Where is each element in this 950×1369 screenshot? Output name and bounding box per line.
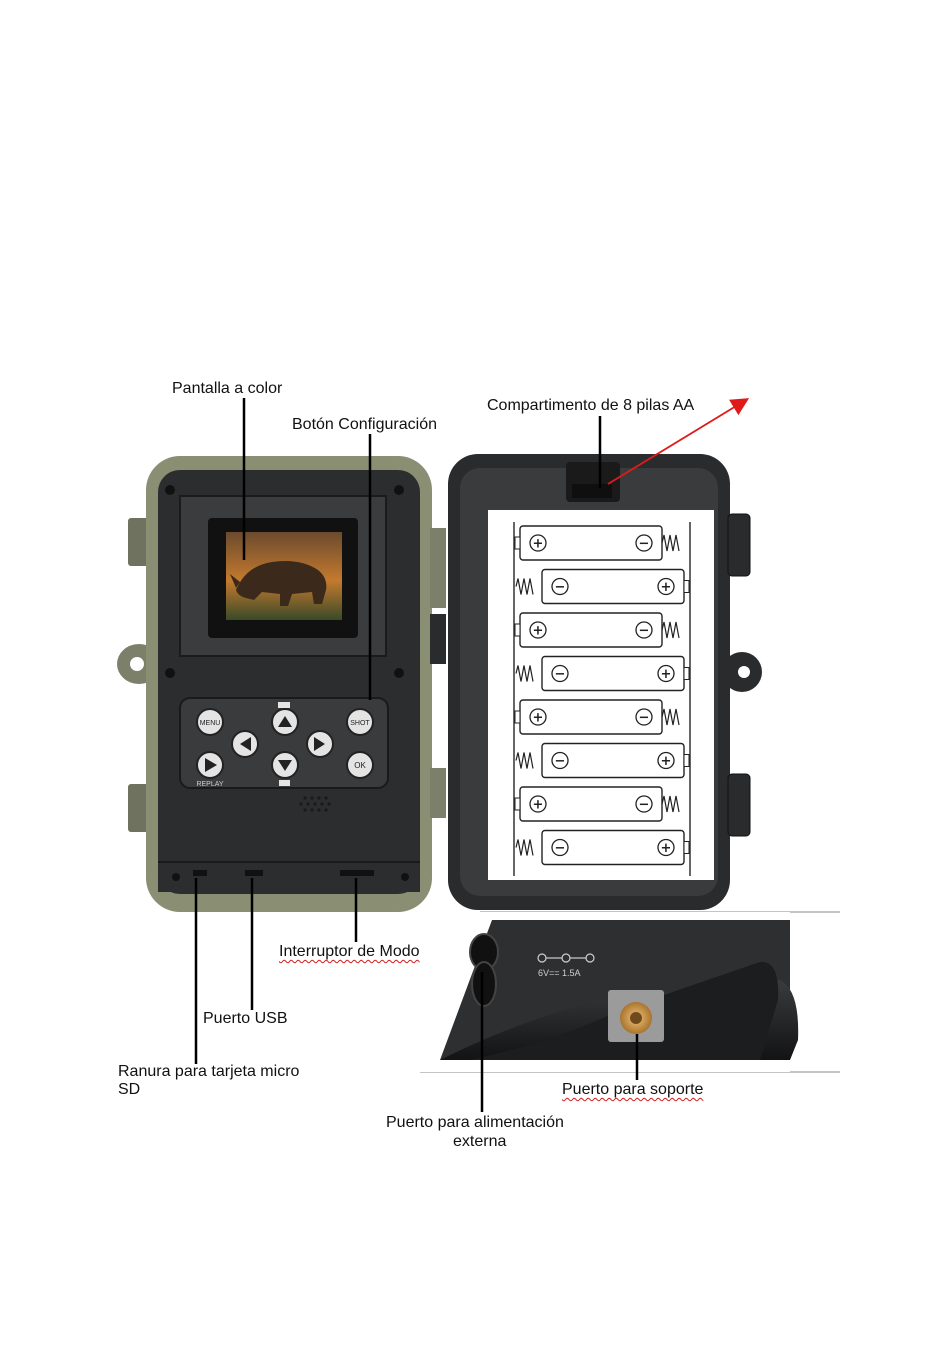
polarity-sign: + [661,754,672,769]
label-interruptor: Interruptor de Modo [279,943,420,961]
polarity-sign: + [661,580,672,595]
down-arrow-button[interactable] [272,752,298,778]
polarity-sign: + [533,711,544,726]
ok-button-label: OK [354,761,366,770]
label-compartimento: Compartimento de 8 pilas AA [487,397,694,415]
polarity-sign: − [555,580,566,595]
keypad: MENU SHOT [180,698,388,788]
battery-cell: +− [515,700,679,734]
up-arrow-button[interactable] [272,709,298,735]
battery-compartment: +−−++−−++−−++−−+ [488,510,714,880]
battery-cell: −+ [516,657,689,691]
replay-button-label: REPLAY [196,781,223,788]
polarity-sign: − [639,537,650,552]
shot-button-label: SHOT [350,720,370,727]
replay-button[interactable]: REPLAY [196,752,223,788]
label-alimentacion-line1: Puerto para alimentación [386,1114,564,1132]
battery-cell: −+ [516,831,689,865]
label-puerto-usb: Puerto USB [203,1010,287,1028]
usb-port [245,870,263,876]
battery-cell: +− [515,613,679,647]
hinge [430,528,446,818]
label-pantalla: Pantalla a color [172,380,282,398]
menu-button[interactable]: MENU [197,709,223,735]
polarity-sign: − [555,754,566,769]
polarity-sign: − [639,624,650,639]
polarity-sign: + [533,798,544,813]
left-arrow-button[interactable] [232,731,258,757]
mode-switch[interactable] [340,870,374,876]
polarity-sign: − [639,798,650,813]
label-ranura-line2: SD [118,1081,140,1099]
polarity-sign: − [639,711,650,726]
polarity-sign: − [555,841,566,856]
polarity-sign: − [555,667,566,682]
polarity-sign: + [661,841,672,856]
battery-cell: −+ [516,744,689,778]
menu-button-label: MENU [200,720,221,727]
label-ranura-line1: Ranura para tarjeta micro [118,1063,299,1081]
camera-icon [279,780,290,786]
ok-button[interactable]: OK [347,752,373,778]
label-puerto-soporte: Puerto para soporte [562,1081,703,1099]
label-boton-configuracion: Botón Configuración [292,416,437,434]
right-arrow-button[interactable] [307,731,333,757]
label-alimentacion-line2: externa [453,1133,506,1151]
power-rating: 6V== 1.5A [538,968,581,978]
microsd-slot [193,870,207,876]
battery-cell: −+ [516,570,689,604]
video-icon [278,702,290,708]
polarity-sign: + [533,624,544,639]
color-screen [208,518,358,638]
polarity-sign: + [533,537,544,552]
keyhole-icon [470,934,498,1006]
polarity-sign: + [661,667,672,682]
battery-cell: +− [515,787,679,821]
shot-button[interactable]: SHOT [347,709,373,735]
battery-cell: +− [515,526,679,560]
